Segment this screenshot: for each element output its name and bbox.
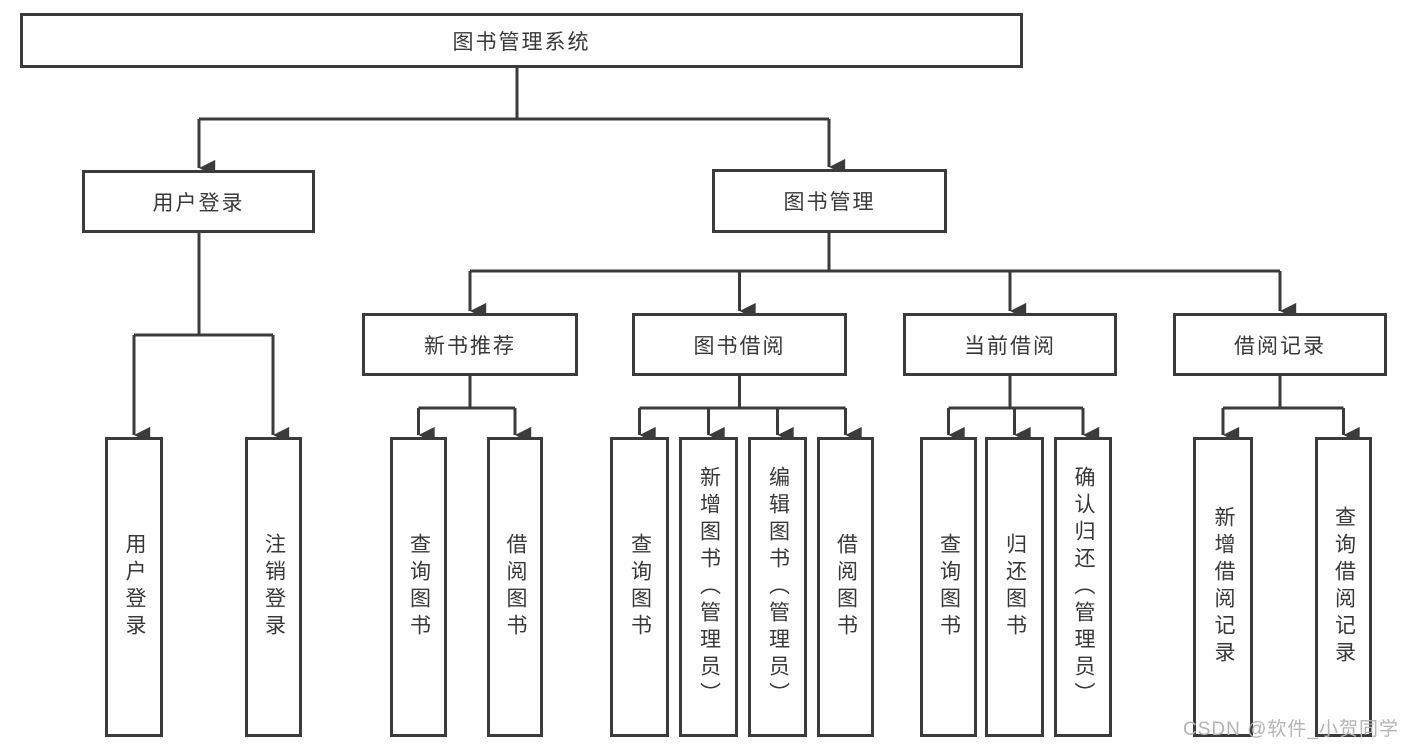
node-borrowing-records: 借阅记录	[1173, 313, 1387, 376]
node-leaf-borrow-books-recommend: 借阅图书	[487, 437, 543, 737]
node-leaf-edit-books-admin: 编辑图书（管理员）	[748, 437, 807, 737]
csdn-watermark: CSDN @软件_小贺同学	[1183, 719, 1399, 740]
node-leaf-logout: 注销登录	[245, 437, 302, 737]
node-book-borrowing: 图书借阅	[632, 313, 847, 376]
node-user-login-module: 用户登录	[82, 170, 315, 233]
node-leaf-query-books-recommend: 查询图书	[390, 437, 447, 737]
node-leaf-add-borrow-record: 新增借阅记录	[1193, 437, 1253, 737]
node-leaf-add-books-admin: 新增图书（管理员）	[679, 437, 738, 737]
node-book-management-module: 图书管理	[712, 169, 947, 233]
node-leaf-query-books-borrow: 查询图书	[610, 437, 669, 737]
node-leaf-return-books: 归还图书	[985, 437, 1044, 737]
node-leaf-confirm-return-admin: 确认归还（管理员）	[1054, 437, 1112, 737]
node-new-book-recommendation: 新书推荐	[362, 313, 578, 376]
node-leaf-user-login: 用户登录	[105, 437, 163, 737]
node-current-borrowing: 当前借阅	[903, 313, 1117, 376]
node-leaf-borrow-books: 借阅图书	[817, 437, 874, 737]
node-book-management-system: 图书管理系统	[20, 13, 1023, 68]
node-leaf-query-books-current: 查询图书	[920, 437, 977, 737]
node-leaf-query-borrow-record: 查询借阅记录	[1315, 437, 1372, 737]
